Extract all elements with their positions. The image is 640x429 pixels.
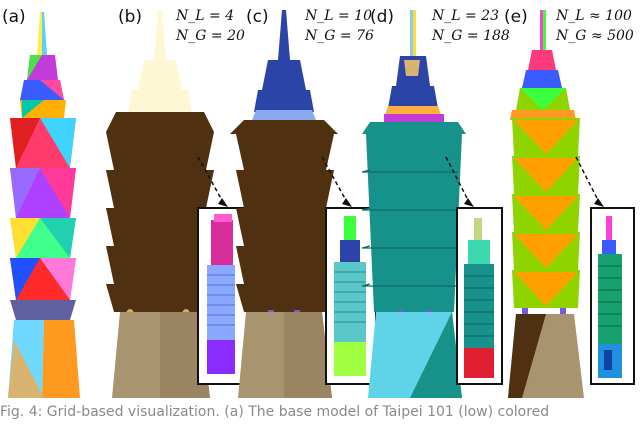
ng-label-d: N_G = 188 xyxy=(431,28,510,44)
ng-label-c: N_G = 76 xyxy=(304,28,374,44)
nl-label-c: N_L = 10 xyxy=(304,8,372,24)
tower-a xyxy=(8,12,80,398)
panel-label-a: (a) xyxy=(2,7,26,27)
nl-label-d: N_L = 23 xyxy=(431,8,499,24)
nl-label-b: N_L = 4 xyxy=(175,8,234,24)
panel-label-e: (e) xyxy=(504,7,528,27)
panel-label-d: (d) xyxy=(370,7,394,27)
tower-c xyxy=(230,10,338,398)
inset-e xyxy=(598,216,622,378)
panel-label-c: (c) xyxy=(246,7,269,27)
inset-d xyxy=(464,218,494,378)
tower-b xyxy=(106,10,214,398)
tower-e xyxy=(508,10,584,398)
ng-label-b: N_G = 20 xyxy=(175,28,245,44)
panel-label-b: (b) xyxy=(118,7,142,27)
inset-c xyxy=(334,216,366,376)
ng-label-e: N_G ≈ 500 xyxy=(555,28,634,44)
inset-b xyxy=(207,214,235,374)
nl-label-e: N_L ≈ 100 xyxy=(555,8,632,24)
tower-d xyxy=(361,10,466,398)
figure-caption: Fig. 4: Grid-based visualization. (a) Th… xyxy=(0,404,550,420)
